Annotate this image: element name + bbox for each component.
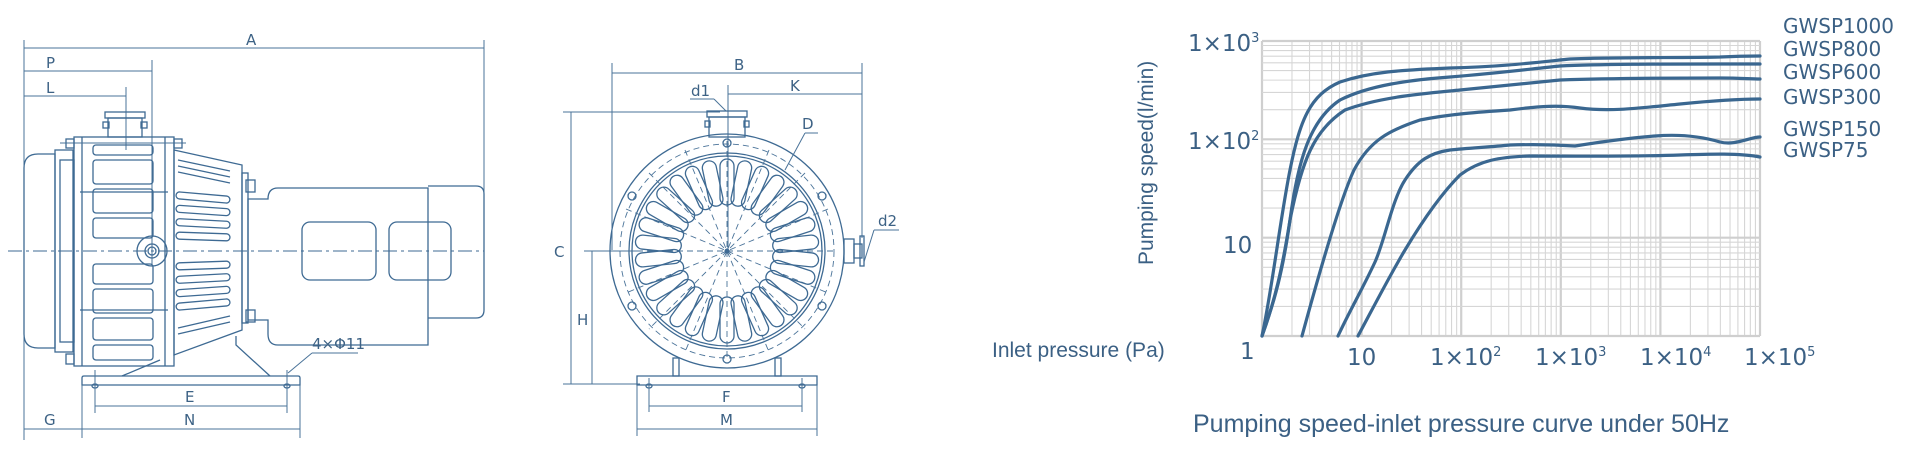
x-tick-1: 1: [1240, 339, 1255, 365]
chart-caption: Pumping speed-inlet pressure curve under…: [1193, 410, 1729, 438]
x-tick-1000: 1×103: [1535, 345, 1606, 371]
scroll-lobes: [634, 158, 820, 344]
x-axis-title: Inlet pressure (Pa): [992, 339, 1165, 362]
side-view-drawing: A P L: [8, 31, 485, 440]
y-axis-title: Pumping speed(l/min): [1135, 61, 1158, 265]
dim-label-d1: d1: [691, 82, 710, 100]
legend-gwsp600: GWSP600: [1783, 60, 1881, 84]
curve-series: [1260, 54, 1762, 338]
mounting-holes-label: 4×Φ11: [312, 335, 365, 353]
legend-gwsp300: GWSP300: [1783, 85, 1881, 109]
dim-label-C: C: [554, 243, 564, 261]
curve-gwsp300: [1300, 97, 1762, 338]
curve-gwsp150: [1336, 133, 1762, 338]
curve-gwsp1000: [1260, 54, 1762, 338]
dim-label-N: N: [184, 411, 195, 429]
y-tick-1000: 1×103: [1188, 31, 1259, 57]
dim-label-L: L: [46, 79, 55, 97]
dim-label-d2: d2: [878, 212, 897, 230]
x-tick-100: 1×102: [1430, 345, 1501, 371]
dim-label-G: G: [44, 411, 56, 429]
dim-label-F: F: [722, 388, 731, 406]
y-tick-10: 10: [1223, 233, 1252, 259]
dim-label-K: K: [790, 77, 801, 95]
x-tick-10000: 1×104: [1640, 345, 1711, 371]
x-tick-100000: 1×105: [1744, 345, 1815, 371]
legend-gwsp1000: GWSP1000: [1783, 14, 1894, 38]
curve-gwsp75: [1356, 152, 1762, 338]
legend-gwsp800: GWSP800: [1783, 37, 1881, 61]
dim-label-A: A: [246, 31, 257, 49]
pumping-speed-chart: Pumping speed(l/min) 1×103 1×102 10 Inle…: [992, 14, 1894, 438]
front-view-drawing: B K d1 C H: [554, 56, 899, 436]
legend-gwsp75: GWSP75: [1783, 138, 1868, 162]
dim-label-E: E: [185, 388, 194, 406]
dim-label-H: H: [577, 311, 588, 329]
curve-gwsp600: [1260, 76, 1762, 338]
y-tick-100: 1×102: [1188, 129, 1259, 155]
legend-gwsp150: GWSP150: [1783, 117, 1881, 141]
dim-label-D: D: [802, 115, 814, 133]
dim-label-M: M: [720, 411, 733, 429]
dim-label-P: P: [46, 54, 55, 72]
x-tick-10: 10: [1347, 345, 1376, 371]
dim-label-B: B: [734, 56, 744, 74]
